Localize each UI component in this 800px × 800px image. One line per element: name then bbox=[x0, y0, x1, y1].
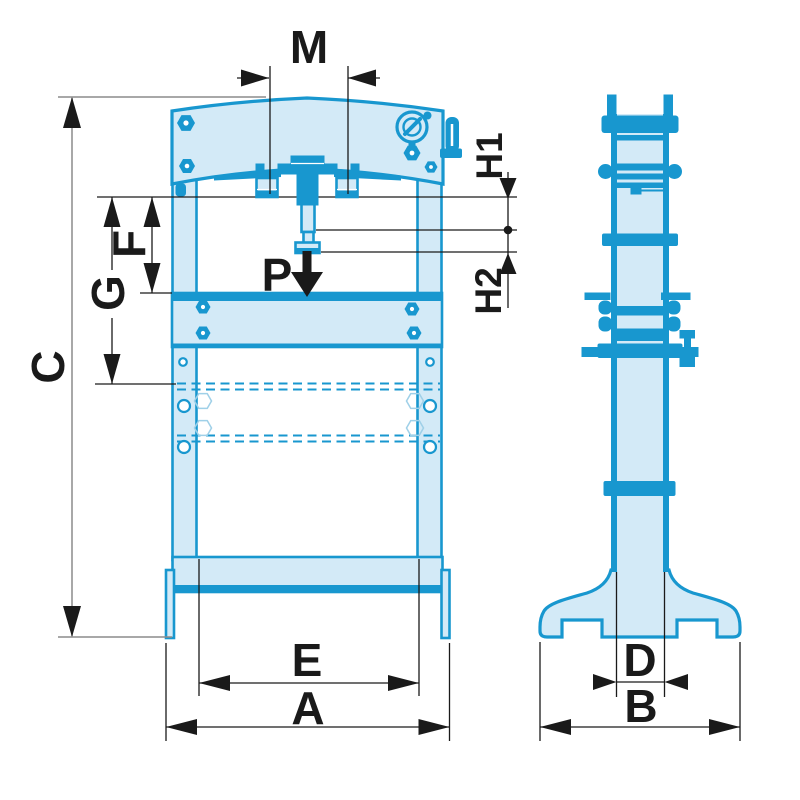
column-clamp-tab bbox=[175, 183, 186, 197]
pump-handle bbox=[440, 117, 462, 158]
dim-a-label: A bbox=[291, 682, 324, 734]
dim-d: D bbox=[593, 572, 688, 697]
dim-p: P bbox=[262, 249, 323, 301]
ram-assembly bbox=[214, 155, 401, 255]
side-view bbox=[538, 94, 742, 639]
lower-collar bbox=[603, 481, 676, 496]
dim-h2-label: H2 bbox=[468, 267, 509, 314]
pressure-gauge-icon bbox=[395, 110, 432, 161]
dim-c-label: C bbox=[22, 350, 74, 383]
left-guide-block bbox=[255, 176, 279, 199]
table-clamps bbox=[581, 292, 699, 367]
dim-m: M bbox=[237, 21, 380, 194]
table-beam bbox=[170, 291, 444, 349]
right-column bbox=[416, 178, 443, 562]
top-post bbox=[663, 94, 673, 120]
dim-g: G bbox=[82, 197, 176, 385]
right-guide-block bbox=[335, 176, 359, 199]
head-hardware bbox=[177, 110, 462, 173]
dim-f-label: F bbox=[103, 230, 155, 258]
columns bbox=[171, 178, 443, 562]
dim-p-label: P bbox=[262, 249, 293, 301]
upper-collars bbox=[598, 115, 682, 246]
dim-f: F bbox=[103, 197, 172, 294]
top-post bbox=[607, 94, 617, 120]
dim-m-label: M bbox=[290, 21, 328, 73]
cylinder-mount-plate bbox=[277, 163, 338, 175]
dim-b-label: B bbox=[624, 680, 657, 732]
phantom-table-positions bbox=[177, 382, 440, 443]
base-foot bbox=[538, 568, 742, 639]
left-foot bbox=[164, 568, 176, 640]
dim-h1-label: H1 bbox=[469, 132, 510, 179]
dim-b: B bbox=[539, 642, 741, 741]
front-view bbox=[97, 96, 517, 640]
work-table bbox=[170, 291, 444, 349]
hydraulic-cylinder bbox=[296, 171, 319, 198]
dim-e: E bbox=[198, 559, 420, 696]
side-pin bbox=[679, 330, 695, 367]
dim-d-label: D bbox=[623, 634, 656, 686]
base bbox=[164, 555, 451, 640]
dim-a: A bbox=[165, 643, 451, 741]
dimensions: M C G F bbox=[22, 21, 741, 741]
right-foot bbox=[440, 568, 451, 640]
dim-g-label: G bbox=[82, 275, 134, 311]
dim-c: C bbox=[22, 96, 266, 638]
column-holes bbox=[176, 357, 438, 455]
dim-h1-h2: H1 H2 bbox=[468, 132, 517, 315]
dim-e-label: E bbox=[292, 634, 323, 686]
left-column bbox=[171, 178, 198, 562]
cylinder-top-plate bbox=[290, 155, 325, 164]
